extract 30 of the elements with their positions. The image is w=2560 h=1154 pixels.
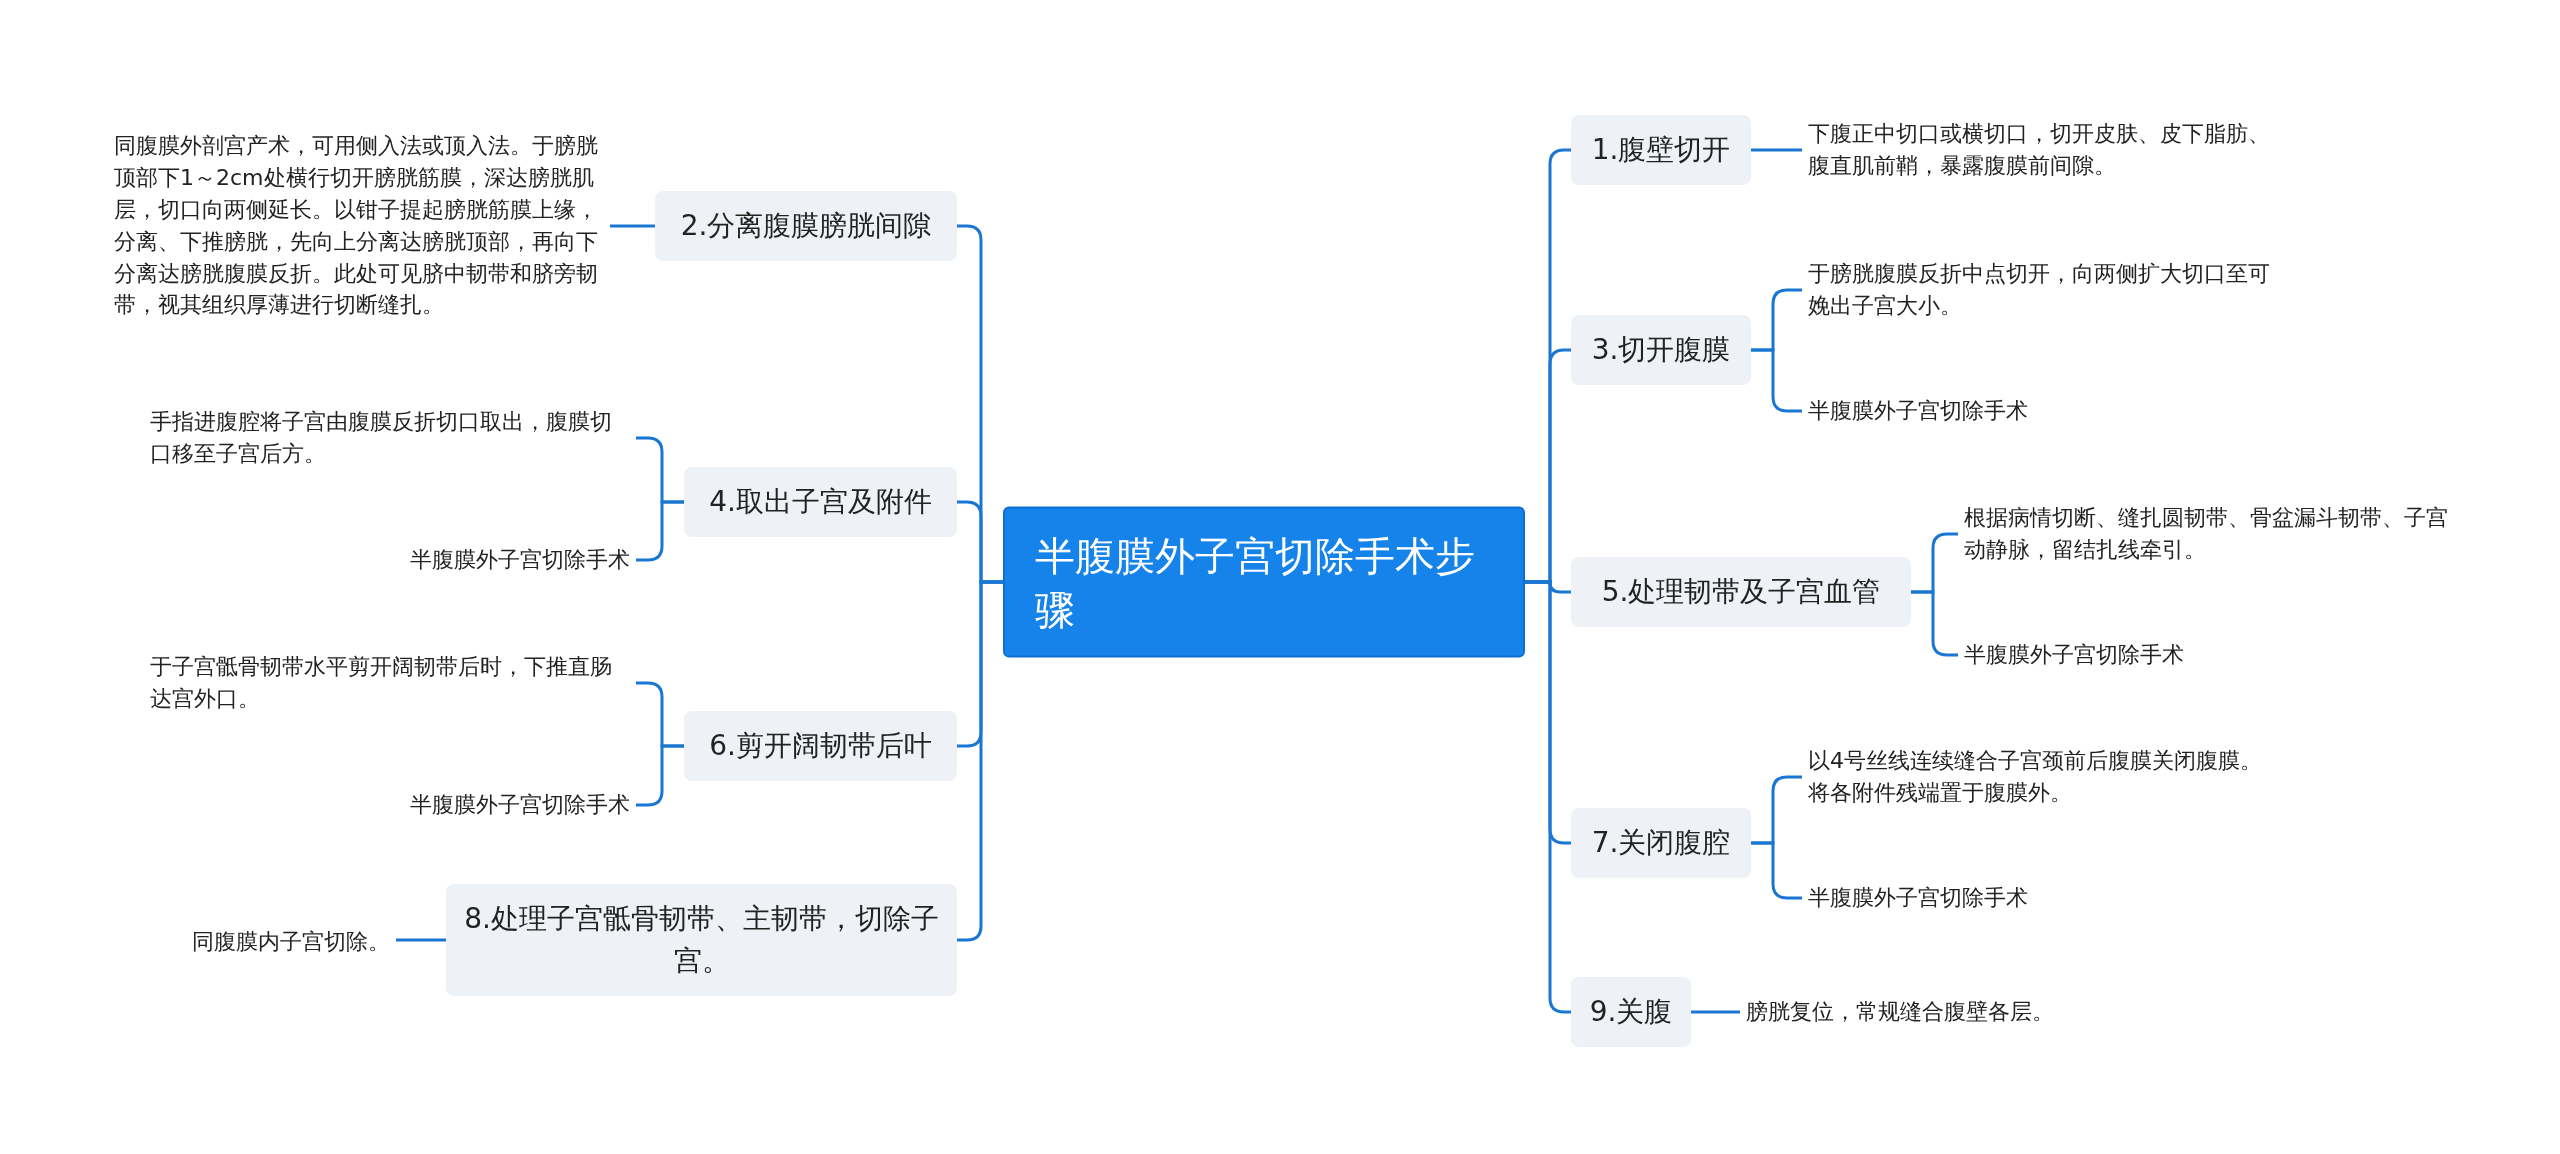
- topic-box: 7.关闭腹腔: [1571, 808, 1751, 878]
- topic-box: 4.取出子宫及附件: [684, 467, 957, 537]
- note-text: 同腹膜外剖宫产术，可用侧入法或顶入法。于膀胱顶部下1～2cm处横行切开膀胱筋膜，深达膀胱肌层，切口向两侧延长。以钳子提起膀胱筋膜上缘，分离、下推膀胱，先向上分离达膀胱顶部，再向下分离达膀胱腹膜反折。此处可见脐中韧带和脐旁韧带，视其组织厚薄进行切断缝扎。: [114, 130, 604, 322]
- note-text: 以4号丝线连续缝合子宫颈前后腹膜关闭腹膜。将各附件残端置于腹膜外。: [1808, 745, 2283, 809]
- note-text: 半腹膜外子宫切除手术: [1808, 395, 2283, 427]
- note-text: 根据病情切断、缝扎圆韧带、骨盆漏斗韧带、子宫动静脉，留结扎线牵引。: [1964, 502, 2464, 566]
- note-text: 半腹膜外子宫切除手术: [280, 789, 630, 821]
- topic-box: 5.处理韧带及子宫血管: [1571, 557, 1911, 627]
- topic-box: 2.分离腹膜膀胱间隙: [655, 191, 957, 261]
- connector-line: [396, 938, 446, 942]
- note-text: 手指进腹腔将子宫由腹膜反折切口取出，腹膜切口移至子宫后方。: [150, 406, 630, 470]
- note-text: 膀胱复位，常规缝合腹壁各层。: [1746, 996, 2146, 1028]
- note-text: 半腹膜外子宫切除手术: [1964, 639, 2439, 671]
- connector-line: [1751, 148, 1802, 152]
- topic-box: 8.处理子宫骶骨韧带、主韧带，切除子宫。: [446, 884, 957, 996]
- topic-box: 9.关腹: [1571, 977, 1691, 1047]
- note-text: 于子宫骶骨韧带水平剪开阔韧带后时，下推直肠达宫外口。: [150, 651, 630, 715]
- note-text: 同腹膜内子宫切除。: [150, 926, 390, 958]
- connector-line: [610, 224, 655, 228]
- connector-line: [1525, 580, 1571, 1014]
- central-topic-box: 半腹膜外子宫切除手术步骤: [1003, 506, 1525, 658]
- note-text: 下腹正中切口或横切口，切开皮肤、皮下脂肪、腹直肌前鞘，暴露腹膜前间隙。: [1808, 118, 2283, 182]
- note-text: 半腹膜外子宫切除手术: [1808, 882, 2283, 914]
- connector-line: [1691, 1010, 1740, 1014]
- topic-box: 3.切开腹膜: [1571, 315, 1751, 385]
- connector-line: [957, 580, 1003, 942]
- note-text: 于膀胱腹膜反折中点切开，向两侧扩大切口至可娩出子宫大小。: [1808, 258, 2283, 322]
- topic-box: 1.腹壁切开: [1571, 115, 1751, 185]
- topic-box: 6.剪开阔韧带后叶: [684, 711, 957, 781]
- note-text: 半腹膜外子宫切除手术: [280, 544, 630, 576]
